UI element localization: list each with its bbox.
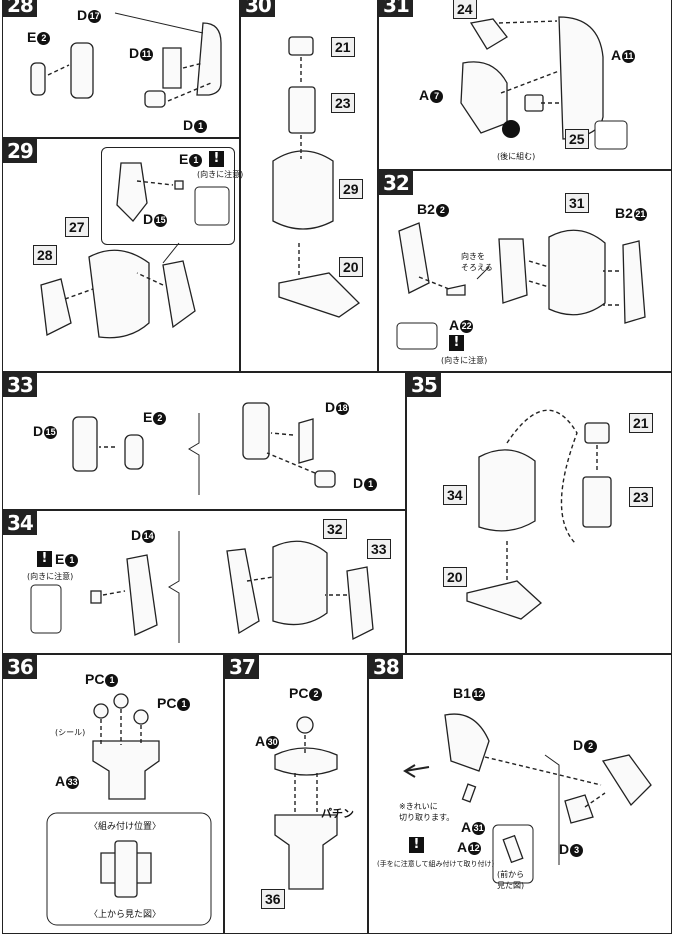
step-35-illustration [466, 409, 612, 620]
step-33-illustration [72, 402, 336, 495]
step-number: 33 [3, 373, 37, 397]
ref-box: 31 [565, 193, 589, 213]
step-30-illustration [272, 36, 361, 318]
step-number: 35 [407, 373, 441, 397]
ref-box: 34 [443, 485, 467, 505]
ref-box: 27 [65, 217, 89, 237]
step-37-illustration [274, 716, 338, 890]
step-number: 38 [369, 655, 403, 679]
ref-box: 20 [339, 257, 363, 277]
warning-icon: ! [37, 551, 52, 567]
step-31-illustration [460, 16, 628, 150]
ref-box: 36 [261, 889, 285, 909]
ref-box: 28 [33, 245, 57, 265]
step-number: 32 [379, 171, 413, 195]
warning-icon: ! [449, 335, 464, 351]
inset-caption: 〈上から見た図〉 [89, 910, 162, 920]
ref-box: 24 [453, 0, 477, 19]
note: (シール) [55, 728, 86, 737]
step-29-illustration [40, 162, 230, 339]
note: (手をに注意して組み付けて取り付け) [377, 860, 495, 868]
ref-box: 21 [629, 413, 653, 433]
snap-note: パチン [321, 807, 354, 820]
step-number: 36 [3, 655, 37, 679]
ref-box: 29 [339, 179, 363, 199]
ref-box: 21 [331, 37, 355, 57]
ref-box: 33 [367, 539, 391, 559]
step-number: 34 [3, 511, 37, 535]
step-36-illustration [46, 693, 212, 926]
ref-box: 32 [323, 519, 347, 539]
note: (向きに注意) [441, 356, 488, 365]
step-28-illustration [30, 12, 222, 108]
note: (向きに注意) [197, 170, 244, 179]
step-34-illustration [30, 531, 374, 643]
warning-icon: ! [209, 151, 224, 167]
note: (前から 見た図) [497, 870, 525, 890]
note: (向きに注意) [27, 572, 74, 581]
ref-box: 23 [629, 487, 653, 507]
step-number: 37 [225, 655, 259, 679]
step-number: 29 [3, 139, 37, 163]
inset-title: 〈組み付け位置〉 [89, 822, 162, 832]
ref-box: 23 [331, 93, 355, 113]
ref-box: 20 [443, 567, 467, 587]
step-38-illustration [403, 713, 652, 884]
step-number: 28 [3, 0, 37, 17]
step-30-panel: 30 21 23 29 20 [240, 0, 378, 372]
step-35-panel: 35 21 23 34 20 [406, 372, 672, 654]
step-number: 31 [379, 0, 413, 17]
note: ※きれいに 切り取ります。 [399, 802, 455, 822]
warning-icon: ! [409, 837, 424, 853]
note: (後に組む) [497, 152, 536, 161]
step-number: 30 [241, 0, 275, 17]
step-32-illustration [396, 222, 646, 350]
ref-box: 25 [565, 129, 589, 149]
note: 向きを そろえる [461, 252, 493, 272]
